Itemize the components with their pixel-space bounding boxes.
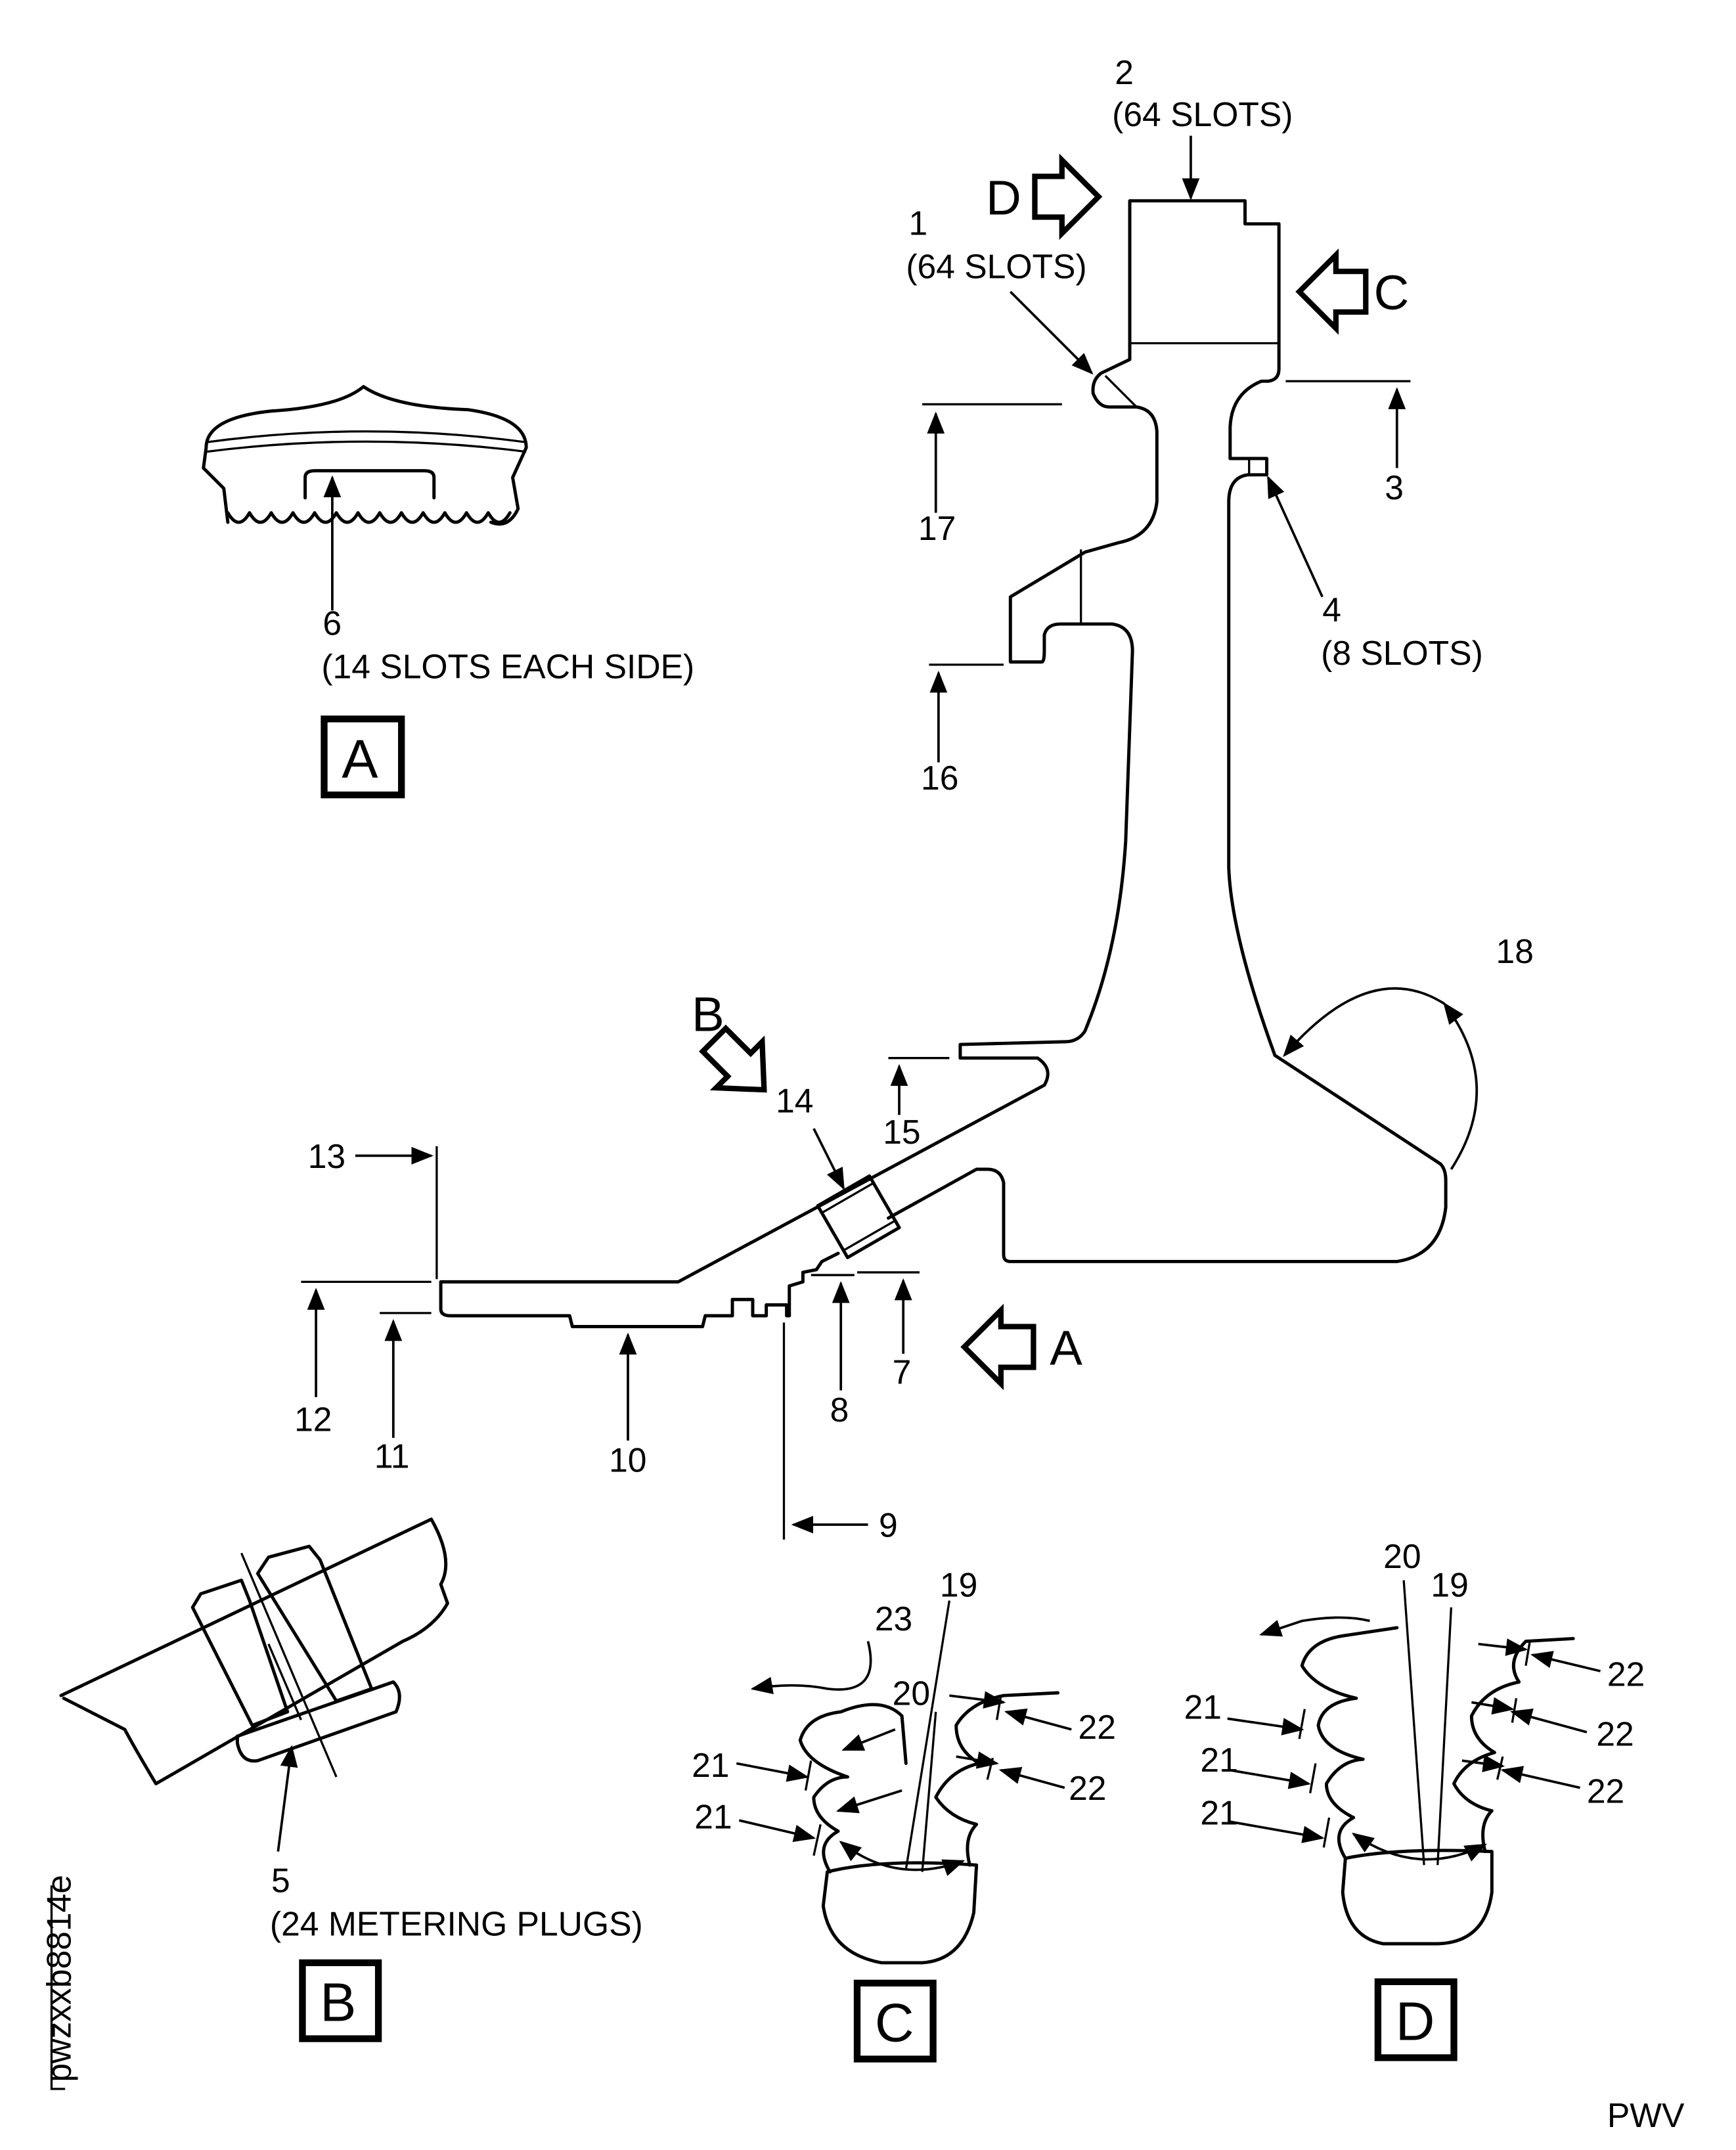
callout-11: 11 [374,1437,410,1475]
callout-19-c: 19 [940,1565,977,1603]
detail-d-drawing [1227,1580,1601,1946]
callout-16: 16 [921,759,958,797]
callout-22-c1: 22 [1079,1708,1116,1746]
callout-13: 13 [308,1137,345,1175]
detail-c-drawing [736,1600,1072,1965]
dimension-lines [301,135,1479,1534]
view-label-a-text: A [342,728,378,789]
callout-2-note: (64 SLOTS) [1112,95,1293,133]
figure-code-text: pwzxxb8814e [39,1875,78,2082]
hollow-arrow-right-icon [1032,153,1103,240]
view-arrow-a-label: A [1050,1320,1082,1375]
view-label-a: A [321,715,405,799]
callout-22-d3: 22 [1587,1772,1624,1810]
callout-21-d3: 21 [1200,1793,1237,1831]
callout-5-note: (24 METERING PLUGS) [270,1905,643,1943]
callout-7: 7 [893,1353,912,1391]
view-label-d: D [1374,1978,1458,2061]
view-arrow-b: B [692,987,767,1093]
callout-14: 14 [776,1081,813,1119]
view-arrow-c-label: C [1374,265,1410,320]
view-arrow-d: D [986,153,1103,240]
detail-b-drawing [59,1517,449,1852]
callout-6-note: (14 SLOTS EACH SIDE) [321,648,694,686]
callout-19-d: 19 [1431,1565,1468,1603]
view-arrow-d-label: D [986,170,1021,225]
callout-23: 23 [875,1600,912,1638]
callout-4-note: (8 SLOTS) [1321,634,1483,672]
callout-21-c1: 21 [692,1746,729,1784]
callout-18: 18 [1496,932,1534,970]
hollow-arrow-diagonal-icon [699,1024,767,1093]
callout-21-c2: 21 [694,1798,732,1836]
callout-22-d1: 22 [1607,1655,1645,1693]
metering-plug-section [816,1174,901,1259]
view-label-c: C [853,1979,937,2063]
callout-5: 5 [271,1862,290,1900]
callout-9: 9 [879,1506,898,1544]
callout-4: 4 [1322,591,1341,629]
view-arrow-a: A [960,1303,1082,1391]
callout-12: 12 [294,1400,332,1439]
callout-8: 8 [830,1391,849,1429]
hollow-arrow-left-icon [960,1303,1036,1391]
callout-17: 17 [918,509,956,547]
callout-3: 3 [1385,468,1404,506]
callout-1-note: (64 SLOTS) [906,247,1086,285]
callout-20-c: 20 [893,1674,930,1713]
callout-20-d: 20 [1383,1537,1421,1575]
hollow-arrow-left-icon [1295,248,1369,335]
callout-10: 10 [609,1441,646,1479]
view-label-c-text: C [875,1992,914,2053]
callout-22-d2: 22 [1596,1715,1634,1753]
view-label-b: B [299,1959,382,2042]
footer-code: PWV [1607,2096,1685,2134]
callout-22-c2: 22 [1069,1769,1106,1807]
callout-15: 15 [883,1113,920,1151]
callout-1: 1 [908,204,927,242]
callout-6: 6 [323,604,342,642]
callout-labels: 2 (64 SLOTS) 1 (64 SLOTS) 3 17 4 (8 SLOT… [270,53,1645,1943]
view-label-b-text: B [320,1972,356,2033]
callout-2: 2 [1115,53,1134,91]
callout-21-d1: 21 [1184,1688,1222,1726]
detail-a-drawing [202,385,528,611]
view-label-d-text: D [1396,1991,1435,2052]
view-arrow-b-label: B [692,987,724,1041]
main-section-drawing [439,199,1448,1540]
figure-code: pwzxxb8814e [39,1875,78,2090]
view-arrow-c: C [1295,248,1410,335]
callout-21-d2: 21 [1200,1741,1237,1779]
